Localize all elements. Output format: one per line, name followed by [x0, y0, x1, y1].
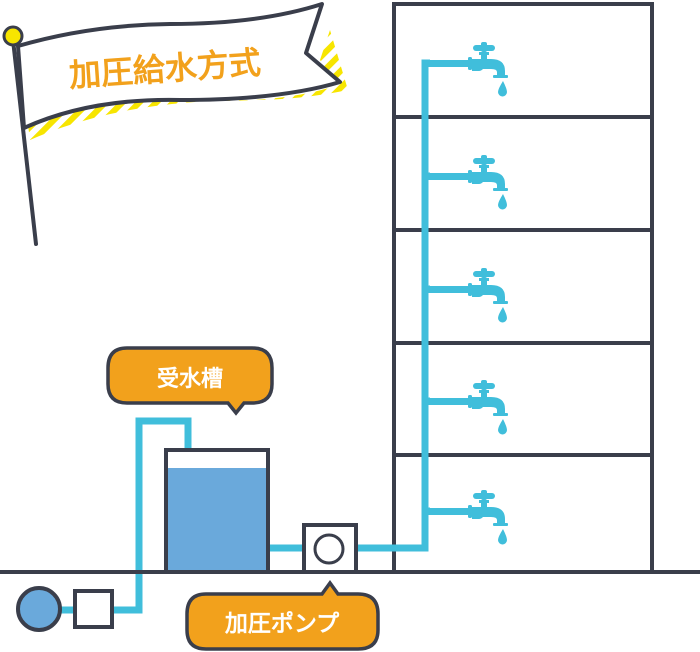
faucet-icon — [425, 155, 508, 210]
title-flag: 加圧給水方式 — [2, 2, 348, 246]
booster-pump — [302, 523, 358, 574]
flag-pole — [11, 38, 38, 246]
tank-label: 受水槽 — [157, 366, 223, 392]
water-meter-box — [73, 589, 114, 629]
water-main-circle — [16, 586, 62, 632]
flag-pole-ball — [2, 25, 24, 47]
pump-label-bubble: 加圧ポンプ — [185, 580, 380, 651]
receiving-tank — [164, 448, 270, 574]
faucet-icon — [425, 490, 508, 545]
faucet-icon — [425, 268, 508, 323]
pump-label: 加圧ポンプ — [224, 610, 340, 637]
tank-label-bubble: 受水槽 — [106, 346, 274, 416]
faucet-icon — [425, 42, 508, 97]
faucet-icon — [425, 380, 508, 435]
flag-stripe-shadow — [28, 30, 348, 140]
flag-cloth — [16, 2, 342, 130]
